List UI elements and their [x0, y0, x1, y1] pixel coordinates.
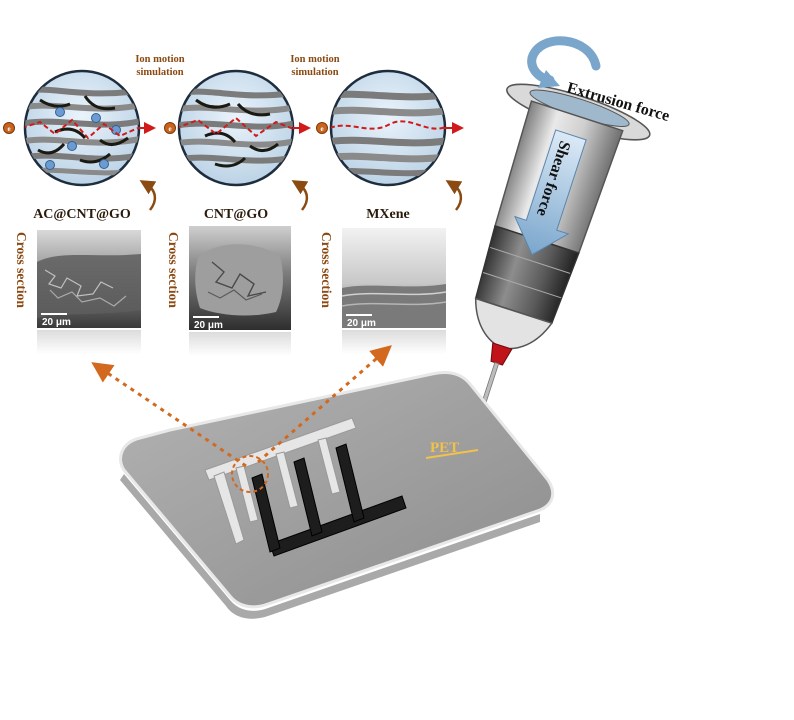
material-label: MXene	[366, 207, 410, 222]
scale-bar-label: 20 μm	[42, 317, 71, 328]
scale-bar-label: 20 μm	[347, 318, 376, 329]
electron-particle-icon: e	[3, 122, 15, 134]
electron-particle-icon: e	[316, 122, 328, 134]
curved-arrow-icon	[291, 180, 309, 211]
ion-sim-label-line2: simulation	[291, 67, 338, 78]
material-label: AC@CNT@GO	[33, 207, 131, 222]
ion-sim-label-line1: Ion motion	[135, 54, 184, 65]
cross-section-label: Cross section	[14, 232, 29, 308]
sem-image: 20 μm	[37, 230, 141, 328]
pet-label-underline	[425, 449, 479, 459]
sem-image: 20 μm	[189, 226, 291, 331]
svg-text:e: e	[320, 125, 323, 133]
cross-section-label: Cross section	[319, 232, 334, 308]
pet-label: PET	[430, 440, 459, 456]
sem-image: 20 μm	[341, 228, 447, 329]
scale-bar-label: 20 μm	[194, 320, 223, 331]
electron-particle-icon: e	[164, 122, 176, 134]
material-label: CNT@GO	[204, 207, 268, 222]
ion-simulation-circle	[177, 69, 295, 187]
pet-substrate: PET	[119, 370, 555, 619]
curved-arrow-icon	[139, 180, 157, 211]
active-electrode	[251, 443, 407, 557]
cross-section-label: Cross section	[166, 232, 181, 308]
ion-simulation-circle	[23, 69, 141, 187]
curved-arrow-icon	[445, 180, 463, 211]
highlight-circle	[231, 455, 269, 493]
ion-sim-label-line1: Ion motion	[290, 54, 339, 65]
shear-force-arrow	[513, 129, 587, 256]
ion-simulation-circle	[329, 69, 447, 187]
panel-ac-cnt-go: Ion motion simulation	[3, 54, 185, 354]
pointer-arrow-left	[91, 362, 247, 468]
pointer-arrow-right	[257, 345, 392, 464]
rotation-arrow-icon	[527, 36, 601, 85]
svg-text:e: e	[168, 125, 171, 133]
ion-sim-label-line2: simulation	[136, 67, 183, 78]
panel-mxene: Ion motion simulation e MXene Cross sect…	[290, 54, 464, 354]
svg-text:e: e	[7, 125, 10, 133]
panel-cnt-go: e CNT@GO Cross section 20 μm	[164, 69, 311, 356]
